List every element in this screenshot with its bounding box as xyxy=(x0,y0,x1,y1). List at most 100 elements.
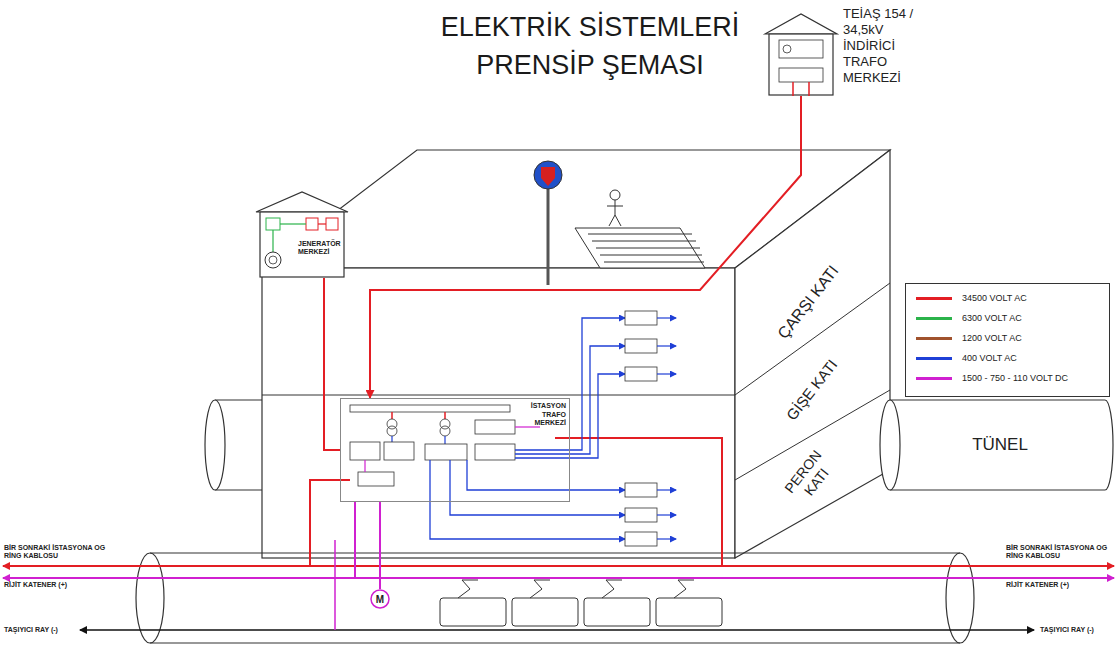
legend-swatch xyxy=(916,297,952,300)
legend-text-holder: 1200 VOLT AC xyxy=(962,332,1022,344)
substation-house-rect xyxy=(769,34,833,95)
side-tunnel-line xyxy=(215,489,262,490)
escalator-line xyxy=(604,262,704,263)
metro-train-rect xyxy=(584,598,650,626)
metro-train-rect xyxy=(440,598,506,626)
station-transformer-center: İSTASYON TRAFO MERKEZİ xyxy=(340,398,570,502)
person-figure-line xyxy=(607,206,623,207)
escalator xyxy=(575,228,705,268)
low-voltage-wiring-polyline xyxy=(430,460,625,539)
transformer-equipment-line xyxy=(444,412,446,419)
substation-house-outline xyxy=(765,12,837,96)
legend-text-holder: 34500 VOLT AC xyxy=(962,292,1027,304)
right-tunnel-line xyxy=(890,399,1105,400)
escalator-line xyxy=(592,241,696,242)
cable-label-holder: BİR SONRAKİ İSTASYONA OG RİNG KABLOSU xyxy=(4,544,114,560)
legend-text: 400 VOLT AC xyxy=(962,352,1017,364)
person-figure xyxy=(607,190,623,226)
transformer-equipment-rect xyxy=(384,442,414,460)
transformer-equipment-rect xyxy=(358,472,394,486)
transformer-equipment-line xyxy=(515,426,540,427)
substation-house-line xyxy=(792,82,794,96)
side-tunnel xyxy=(205,400,262,490)
generator-house-line xyxy=(272,230,273,252)
platform-tunnel-line xyxy=(150,642,960,643)
low-voltage-wiring-rect xyxy=(625,532,657,546)
station-building-line xyxy=(262,395,735,396)
transformer-center-label: İSTASYON TRAFO MERKEZİ xyxy=(522,402,566,428)
tunnel-label-holder: TÜNEL xyxy=(972,435,1028,455)
generator-house-polygon xyxy=(256,192,348,212)
motor-symbol-circle xyxy=(371,590,389,608)
diagram-title: ELEKTRİK SİSTEMLERİ PRENSİP ŞEMASI xyxy=(440,8,740,84)
low-voltage-wiring-polyline xyxy=(515,374,625,458)
generator-label-holder: JENERATÖR MERKEZİ xyxy=(298,240,344,256)
tunnel-label: TÜNEL xyxy=(972,435,1028,455)
ring-cable-and-rails-line xyxy=(3,577,1114,579)
substation-house-rect xyxy=(779,40,823,58)
metro-train-polyline xyxy=(674,580,694,598)
low-voltage-wiring-polyline xyxy=(467,460,625,490)
cable-connector xyxy=(379,502,381,589)
low-voltage-wiring-polyline xyxy=(515,318,625,450)
transformer-equipment-rect xyxy=(475,420,515,434)
substation-house: TEİAŞ 154 / 34,5kV İNDİRİCİ TRAFO MERKEZ… xyxy=(765,12,837,96)
diagram-title-holder: ELEKTRİK SİSTEMLERİ PRENSİP ŞEMASI xyxy=(440,8,740,84)
low-voltage-wiring-rect xyxy=(625,339,657,353)
legend-text-holder: 400 VOLT AC xyxy=(962,352,1017,364)
cable-label: RİJİT KATENER (+) xyxy=(1006,581,1069,589)
escalator-line xyxy=(596,248,700,249)
substation-house-rect xyxy=(779,68,823,82)
legend-text: 6300 VOLT AC xyxy=(962,312,1022,324)
ring-cable-and-rails xyxy=(3,438,1114,630)
motor-symbol: M xyxy=(370,589,390,609)
low-voltage-wiring-rect xyxy=(625,311,657,325)
transformer-equipment-rect xyxy=(475,444,515,460)
generator-house: JENERATÖR MERKEZİ xyxy=(256,190,348,278)
metro-train-rect xyxy=(656,598,722,626)
person-figure-circle xyxy=(610,190,620,200)
floor-label: GİŞE KATI xyxy=(783,356,842,424)
low-voltage-wiring-line xyxy=(657,514,676,515)
cable-label: BİR SONRAKİ İSTASYONA OG RİNG KABLOSU xyxy=(4,544,114,560)
transformer-equipment xyxy=(350,405,540,486)
substation-house-line xyxy=(808,82,810,96)
cable-label-holder: RİJİT KATENER (+) xyxy=(1006,581,1069,589)
cable-connector xyxy=(370,96,801,398)
floor-label: PERON KATI xyxy=(778,442,843,512)
substation-house-circle xyxy=(783,45,791,53)
cable-connector xyxy=(324,278,340,450)
transformer-equipment-circle xyxy=(440,426,450,436)
escalator-polygon xyxy=(575,228,705,268)
transformer-equipment-line xyxy=(391,436,392,442)
metro-train-polyline xyxy=(530,580,550,598)
low-voltage-wiring xyxy=(430,311,676,546)
transformer-center-label-holder: İSTASYON TRAFO MERKEZİ xyxy=(522,402,566,428)
generator-house-rect xyxy=(260,212,344,277)
cable-label-holder: TAŞIYICI RAY (-) xyxy=(4,626,58,634)
generator-house-circle xyxy=(269,256,277,264)
generator-label: JENERATÖR MERKEZİ xyxy=(298,240,344,256)
right-tunnel-rect xyxy=(890,400,1105,490)
cable-label: RİJİT KATENER (+) xyxy=(4,581,67,589)
ring-cable-and-rails-polyline xyxy=(555,438,722,566)
metro-train-polyline xyxy=(458,580,478,598)
low-voltage-wiring-line xyxy=(657,345,676,346)
legend-text: 1200 VOLT AC xyxy=(962,332,1022,344)
low-voltage-wiring-line xyxy=(657,489,676,490)
floor-label: ÇARŞI KATI xyxy=(774,262,843,343)
metro-sign-path xyxy=(541,167,555,186)
legend-text-holder: 6300 VOLT AC xyxy=(962,312,1022,324)
metro-sign xyxy=(534,161,562,285)
low-voltage-wiring-line xyxy=(657,538,676,539)
generator-house-rect xyxy=(306,218,318,230)
low-voltage-wiring-rect xyxy=(625,367,657,381)
cable-label-holder: BİR SONRAKİ İSTASYONA OG RİNG KABLOSU xyxy=(1006,544,1114,560)
legend-swatch xyxy=(916,377,952,380)
motor-letter: M xyxy=(376,594,384,605)
side-tunnel-line xyxy=(215,399,262,400)
ring-cable-and-rails-line xyxy=(3,565,1114,567)
generator-house-line xyxy=(280,223,306,224)
substation-label: TEİAŞ 154 / 34,5kV İNDİRİCİ TRAFO MERKEZ… xyxy=(843,6,927,86)
